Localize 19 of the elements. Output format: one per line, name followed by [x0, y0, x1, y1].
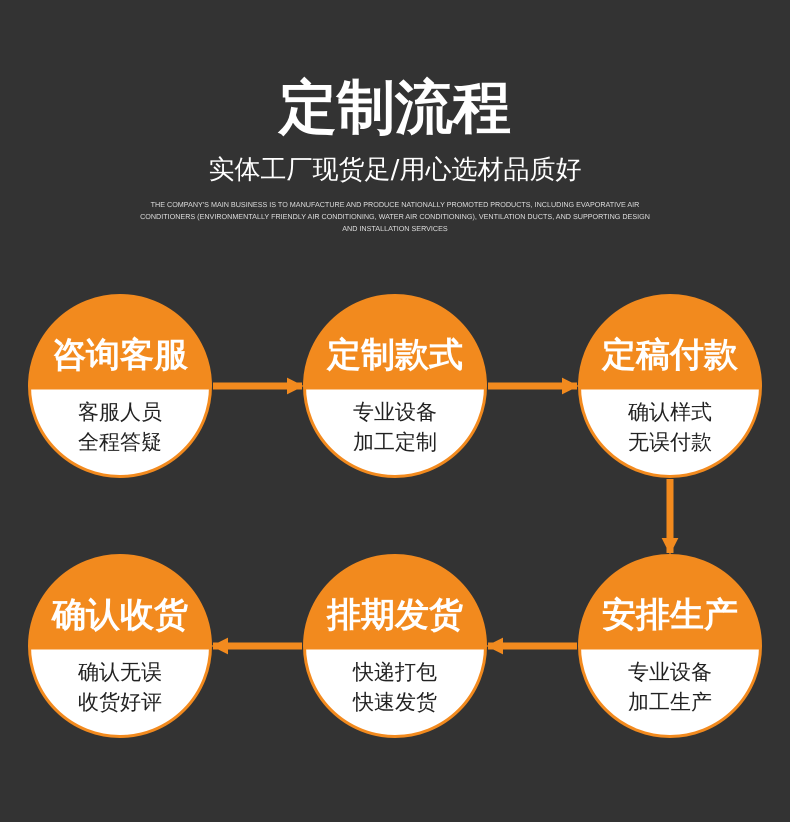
step-description: 确认样式无误付款	[627, 399, 713, 456]
step-title: 咨询客服	[51, 335, 189, 375]
arrow	[213, 378, 304, 394]
title: 定制流程	[276, 72, 512, 142]
arrow	[211, 638, 302, 654]
step-description: 客服人员全程答疑	[77, 399, 163, 456]
step-description: 快递打包快速发货	[352, 659, 438, 716]
step-description: 专业设备加工生产	[627, 659, 713, 716]
step-description: 专业设备加工定制	[352, 399, 438, 456]
arrow	[486, 638, 577, 654]
step-title: 安排生产	[601, 595, 739, 635]
step-title: 确认收货	[50, 595, 189, 635]
step-title: 排期发货	[325, 595, 464, 635]
subtitle: 实体工厂现货足/用心选材品质好	[208, 154, 582, 187]
arrow	[488, 378, 579, 394]
step-title: 定稿付款	[600, 335, 739, 375]
step-description: 确认无误收货好评	[77, 659, 163, 716]
arrow	[662, 479, 678, 555]
step-title: 定制款式	[325, 335, 464, 375]
